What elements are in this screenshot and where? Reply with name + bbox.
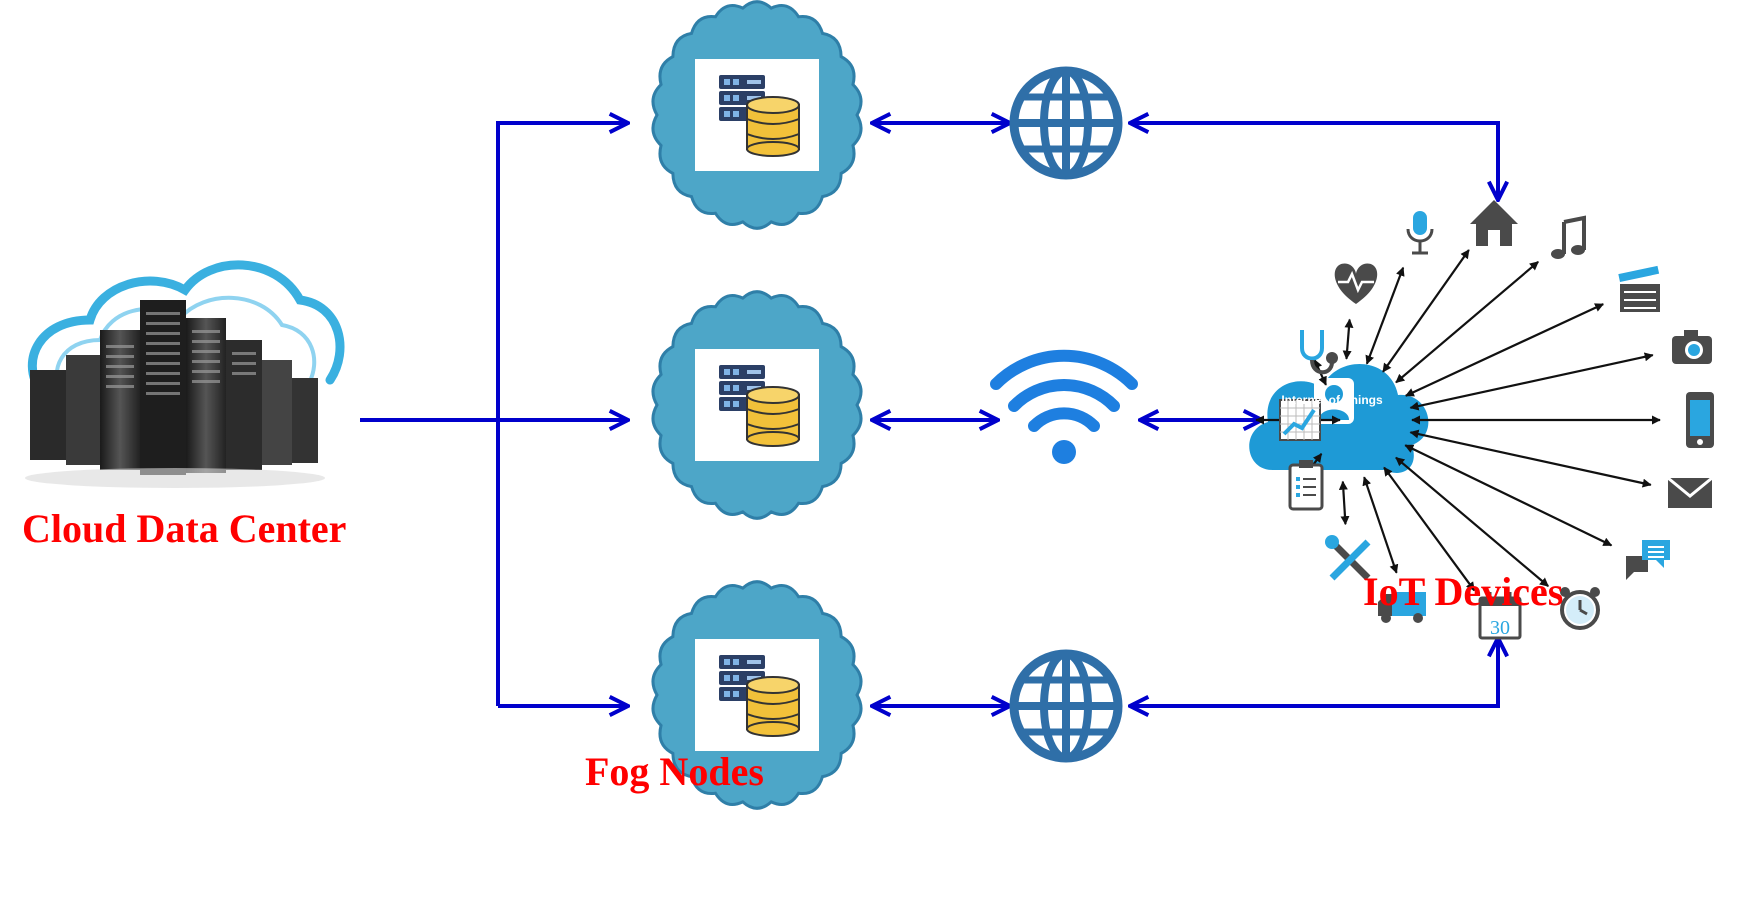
iot-spokes xyxy=(1255,249,1661,592)
fog-node xyxy=(651,580,863,810)
truck-icon xyxy=(1378,592,1426,623)
microphone-icon xyxy=(1406,211,1434,255)
link-globe-top-iot xyxy=(1130,123,1498,200)
iot-spoke-arrow xyxy=(1409,352,1654,411)
clipboard-icon xyxy=(1288,460,1324,511)
datacenter-links xyxy=(360,123,628,706)
iot-devices-label: IoT Devices xyxy=(1363,569,1564,614)
iot-spoke-arrow xyxy=(1342,318,1354,360)
home-icon xyxy=(1470,200,1518,246)
iot-spoke-arrow xyxy=(1365,266,1405,365)
fog-node xyxy=(651,0,863,230)
link-globe-bottom-iot xyxy=(1130,638,1498,706)
iot-spoke-arrow xyxy=(1383,466,1476,592)
camera-icon xyxy=(1672,330,1712,364)
iot-hub-cloud-icon xyxy=(1249,364,1429,473)
cloud-data-center-label: Cloud Data Center xyxy=(22,506,347,551)
stethoscope-icon xyxy=(1300,330,1338,375)
cloud-data-center-icon xyxy=(25,260,345,488)
music-note-icon xyxy=(1551,215,1586,259)
chat-icon xyxy=(1626,540,1670,580)
calendar-icon: 30 xyxy=(1478,592,1522,640)
calendar-day-text: 30 xyxy=(1490,617,1510,639)
server-database-icon xyxy=(719,365,800,447)
iot-spoke-arrow xyxy=(1362,476,1399,574)
iot-hub-label: Internet of Things xyxy=(1281,393,1383,407)
link-datacenter-fog-top xyxy=(496,123,628,706)
envelope-icon xyxy=(1667,476,1713,508)
iot-device-icons: 30 xyxy=(1279,200,1714,640)
chart-icon xyxy=(1279,399,1321,441)
heart-rate-icon xyxy=(1334,263,1378,304)
alarm-clock-icon xyxy=(1560,587,1600,630)
clapperboard-icon xyxy=(1618,265,1660,312)
fog-node xyxy=(651,290,863,520)
fog-network-links xyxy=(872,123,1498,706)
iot-spoke-arrow xyxy=(1382,249,1470,373)
iot-spoke-arrow xyxy=(1409,429,1652,488)
wifi-icon xyxy=(990,349,1138,464)
globe-icon xyxy=(1009,66,1123,180)
iot-spoke-arrow xyxy=(1404,444,1613,547)
smartphone-icon xyxy=(1686,392,1714,448)
iot-spoke-arrow xyxy=(1338,480,1350,526)
tools-icon xyxy=(1325,535,1371,581)
globe-icon xyxy=(1009,649,1123,763)
server-database-icon xyxy=(719,75,800,157)
user-icon xyxy=(1314,378,1354,424)
fog-nodes-label: Fog Nodes xyxy=(585,749,764,794)
fog-nodes-group xyxy=(651,0,863,810)
server-database-icon xyxy=(719,655,800,737)
